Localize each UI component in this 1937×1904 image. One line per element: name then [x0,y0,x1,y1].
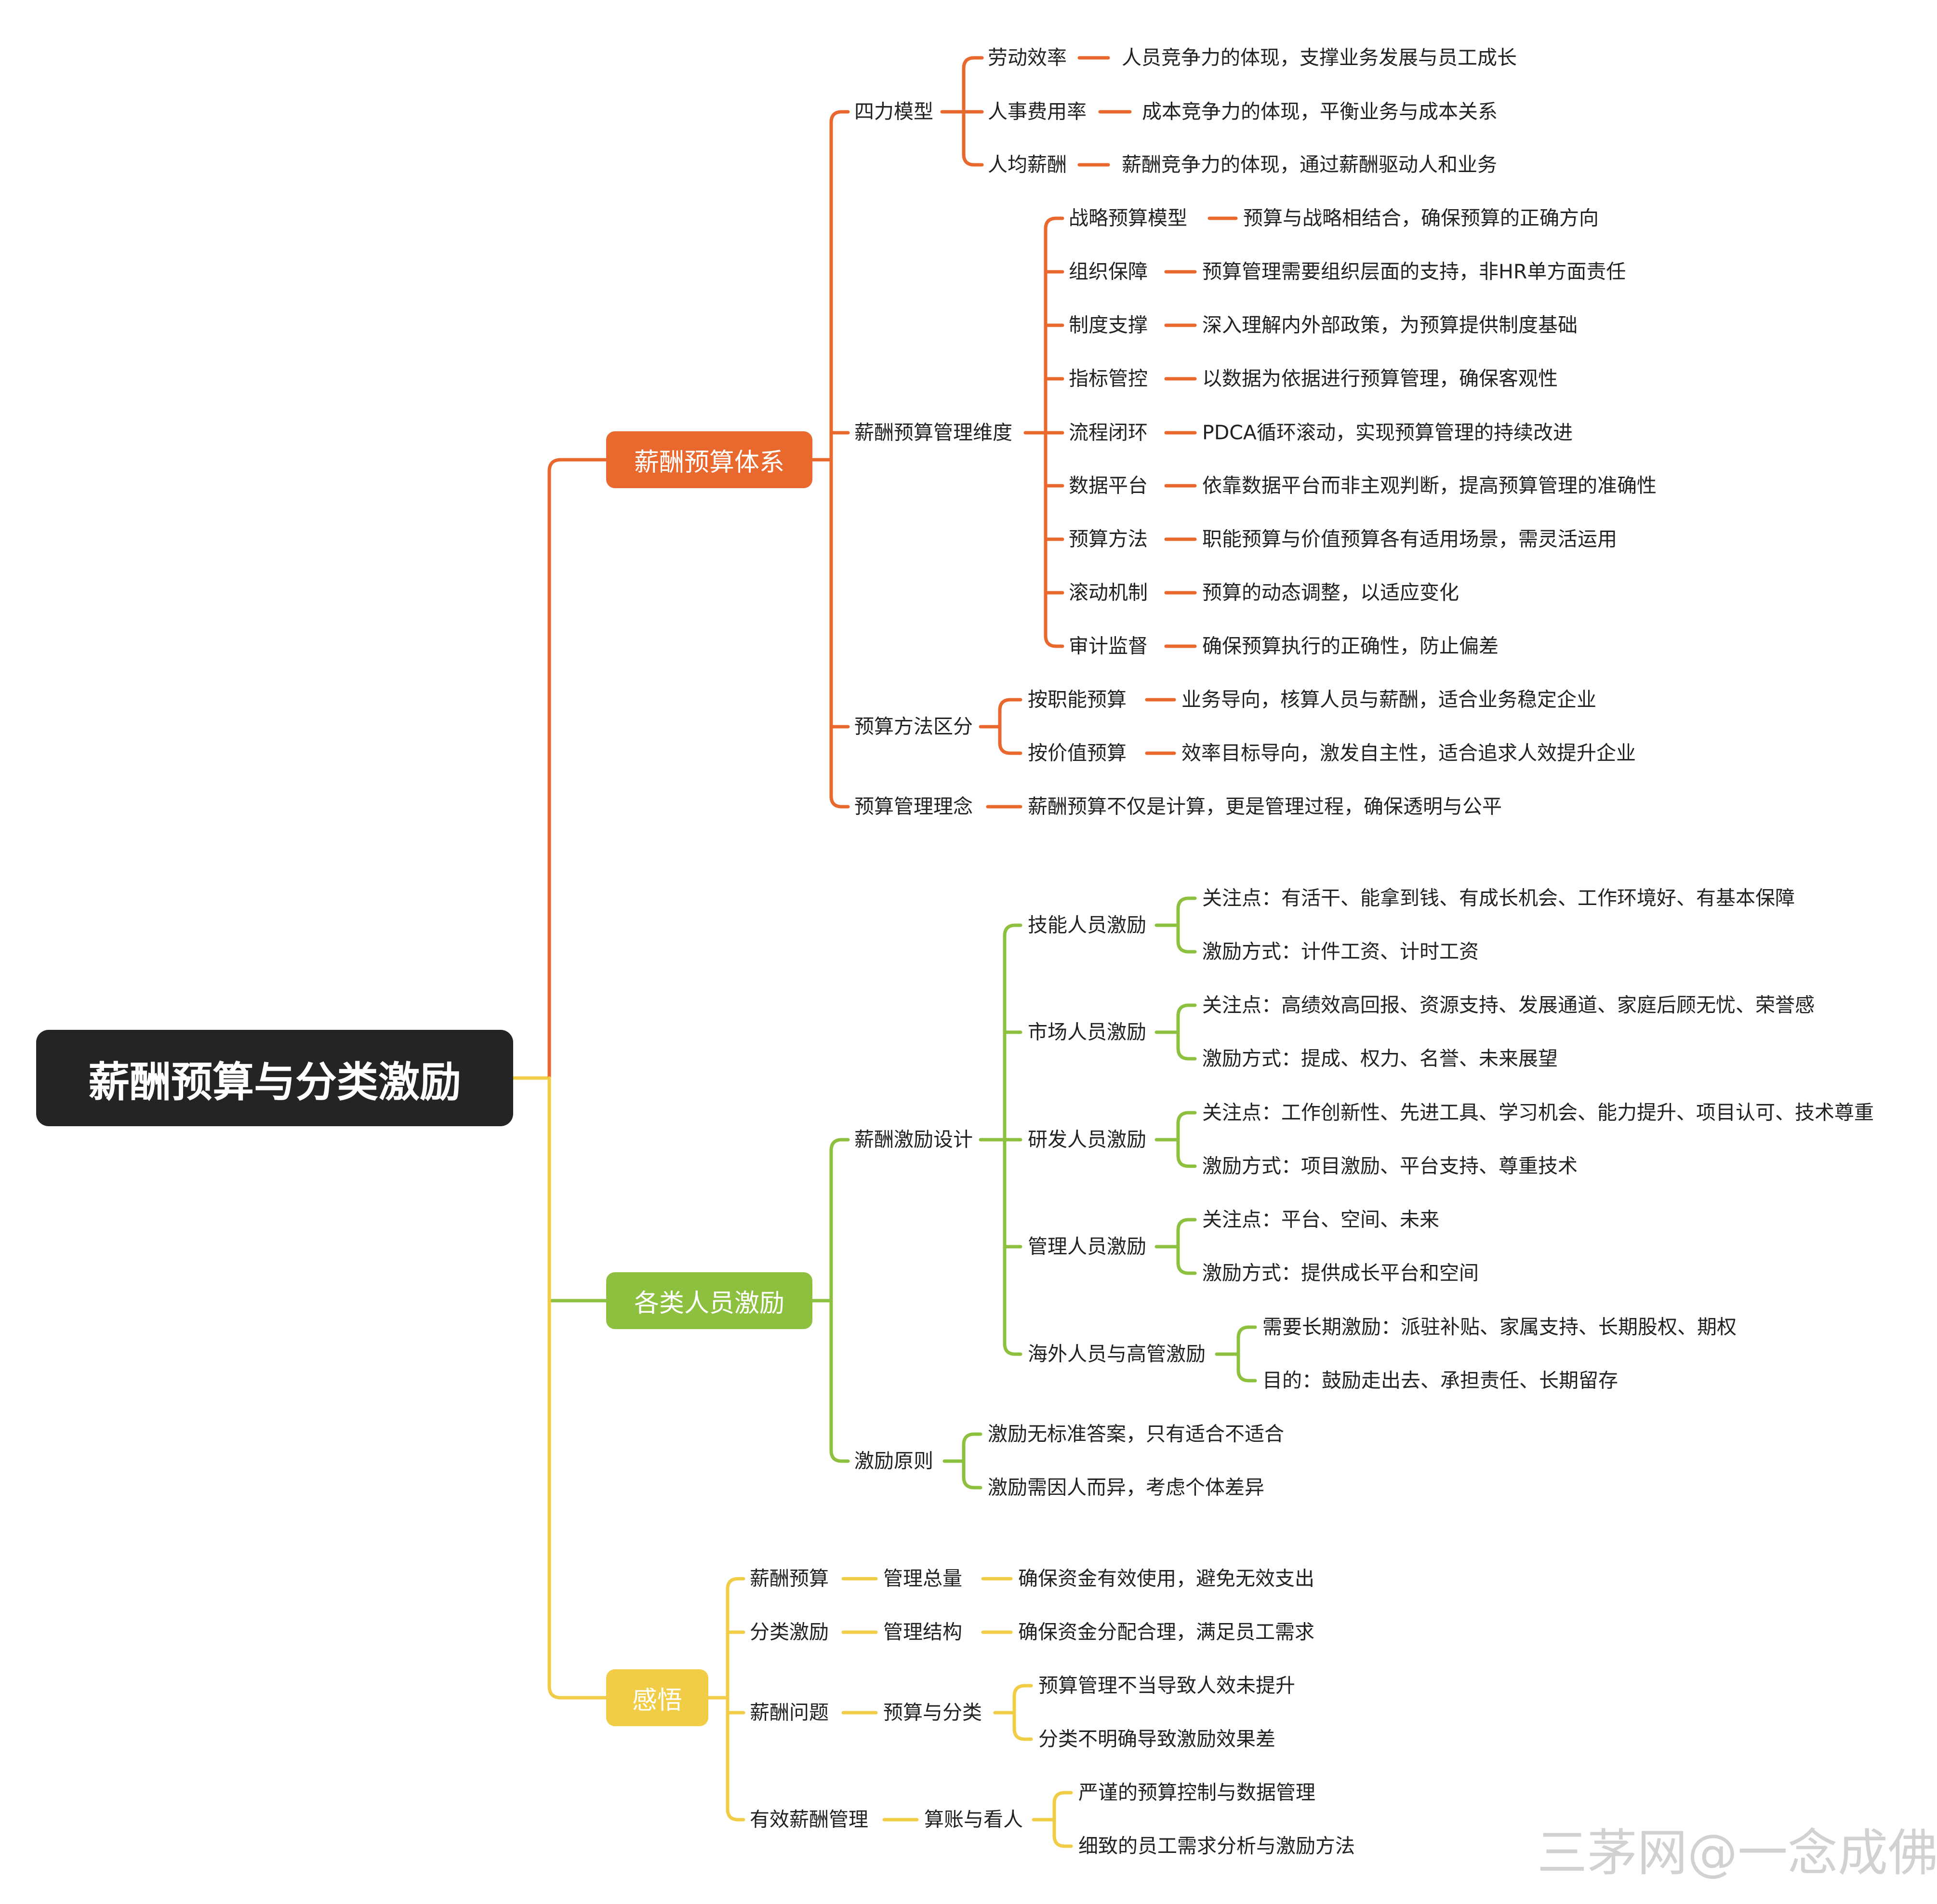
node-strategic-budget-model[interactable]: 战略预算模型 [1069,206,1187,230]
node-management-staff-incentive[interactable]: 管理人员激励 [1028,1235,1146,1258]
node-insight-classified-incentive[interactable]: 分类激励 [750,1620,829,1644]
desc-budget-management-philosophy: 薪酬预算不仅是计算，更是管理过程，确保透明与公平 [1028,795,1502,818]
branch-budget-system[interactable]: 薪酬预算体系 [606,431,812,488]
watermark: 三茅网@一念成佛 [1537,1824,1937,1882]
desc-audit-supervision: 确保预算执行的正确性，防止偏差 [1202,634,1499,658]
node-per-capita-salary[interactable]: 人均薪酬 [988,153,1067,176]
desc-function-based-budget: 业务导向，核算人员与薪酬，适合业务稳定企业 [1181,688,1596,711]
node-audit-supervision[interactable]: 审计监督 [1069,634,1148,658]
node-four-forces-model[interactable]: 四力模型 [854,100,933,123]
desc-personnel-cost-rate: 成本竞争力的体现，平衡业务与成本关系 [1142,100,1498,123]
item-incentive-principle-1: 激励无标准答案，只有适合不适合 [988,1422,1284,1446]
node-value-based-budget[interactable]: 按价值预算 [1028,741,1127,765]
desc-strategic-budget-model: 预算与战略相结合，确保预算的正确方向 [1243,206,1599,230]
node-budget-management-philosophy[interactable]: 预算管理理念 [854,795,973,818]
node-budget-management-dimensions[interactable]: 薪酬预算管理维度 [854,421,1012,444]
item-marketing-staff-methods: 激励方式：提成、权力、名誉、未来展望 [1202,1047,1558,1070]
node-rnd-staff-incentive[interactable]: 研发人员激励 [1028,1128,1146,1151]
desc-indicator-control: 以数据为依据进行预算管理，确保客观性 [1202,367,1558,390]
node-insight-effective-management[interactable]: 有效薪酬管理 [750,1808,868,1831]
item-incentive-principle-2: 激励需因人而异，考虑个体差异 [988,1476,1264,1499]
node-data-platform[interactable]: 数据平台 [1069,474,1148,497]
desc-system-support: 深入理解内外部政策，为预算提供制度基础 [1202,313,1578,337]
node-budget-method[interactable]: 预算方法 [1069,527,1148,551]
item-classification-problem: 分类不明确导致激励效果差 [1038,1727,1275,1751]
node-organizational-guarantee[interactable]: 组织保障 [1069,260,1148,283]
branch-staff-incentive[interactable]: 各类人员激励 [606,1272,812,1329]
desc-budget-method: 职能预算与价值预算各有适用场景，需灵活运用 [1202,527,1617,551]
node-overseas-executive-incentive[interactable]: 海外人员与高管激励 [1028,1342,1206,1366]
node-accounting-and-people[interactable]: 算账与看人 [924,1808,1023,1831]
desc-labor-efficiency: 人员竞争力的体现，支撑业务发展与员工成长 [1122,46,1517,69]
item-manage-total: 确保资金有效使用，避免无效支出 [1018,1567,1314,1590]
node-manage-total[interactable]: 管理总量 [883,1567,962,1590]
node-incentive-principles[interactable]: 激励原则 [854,1449,933,1473]
node-indicator-control[interactable]: 指标管控 [1069,367,1148,390]
node-personnel-cost-rate[interactable]: 人事费用率 [988,100,1087,123]
root-node[interactable]: 薪酬预算与分类激励 [36,1030,513,1126]
item-rnd-staff-focus: 关注点：工作创新性、先进工具、学习机会、能力提升、项目认可、技术尊重 [1202,1101,1874,1124]
node-rolling-mechanism[interactable]: 滚动机制 [1069,581,1148,604]
item-marketing-staff-focus: 关注点：高绩效高回报、资源支持、发展通道、家庭后顾无忧、荣誉感 [1202,993,1815,1017]
node-budget-method-distinction[interactable]: 预算方法区分 [854,715,973,738]
node-insight-salary-problems[interactable]: 薪酬问题 [750,1701,829,1724]
item-skilled-staff-methods: 激励方式：计件工资、计时工资 [1202,940,1479,963]
item-rnd-staff-methods: 激励方式：项目激励、平台支持、尊重技术 [1202,1154,1578,1178]
node-marketing-staff-incentive[interactable]: 市场人员激励 [1028,1020,1146,1044]
node-budget-and-classification[interactable]: 预算与分类 [883,1701,982,1724]
node-system-support[interactable]: 制度支撑 [1069,313,1148,337]
item-detailed-needs-analysis: 细致的员工需求分析与激励方法 [1078,1834,1355,1858]
node-function-based-budget[interactable]: 按职能预算 [1028,688,1127,711]
node-closed-loop-process[interactable]: 流程闭环 [1069,421,1148,444]
desc-value-based-budget: 效率目标导向，激发自主性，适合追求人效提升企业 [1181,741,1636,765]
item-management-staff-focus: 关注点：平台、空间、未来 [1202,1208,1439,1231]
desc-per-capita-salary: 薪酬竞争力的体现，通过薪酬驱动人和业务 [1122,153,1497,176]
node-skilled-staff-incentive[interactable]: 技能人员激励 [1028,913,1146,937]
item-management-staff-methods: 激励方式：提供成长平台和空间 [1202,1261,1479,1285]
item-manage-structure: 确保资金分配合理，满足员工需求 [1018,1620,1314,1644]
node-salary-incentive-design[interactable]: 薪酬激励设计 [854,1128,973,1151]
branch-insight[interactable]: 感悟 [606,1669,708,1726]
desc-organizational-guarantee: 预算管理需要组织层面的支持，非HR单方面责任 [1202,260,1626,283]
node-manage-structure[interactable]: 管理结构 [883,1620,962,1644]
item-budget-problem: 预算管理不当导致人效未提升 [1038,1674,1295,1697]
item-strict-budget-control: 严谨的预算控制与数据管理 [1078,1781,1315,1804]
item-skilled-staff-focus: 关注点：有活干、能拿到钱、有成长机会、工作环境好、有基本保障 [1202,886,1795,910]
item-overseas-purpose: 目的：鼓励走出去、承担责任、长期留存 [1262,1369,1618,1392]
desc-closed-loop-process: PDCA循环滚动，实现预算管理的持续改进 [1202,421,1573,444]
desc-data-platform: 依靠数据平台而非主观判断，提高预算管理的准确性 [1202,474,1657,497]
node-labor-efficiency[interactable]: 劳动效率 [988,46,1067,69]
desc-rolling-mechanism: 预算的动态调整，以适应变化 [1202,581,1459,604]
node-insight-salary-budget[interactable]: 薪酬预算 [750,1567,829,1590]
item-overseas-long-term: 需要长期激励：派驻补贴、家属支持、长期股权、期权 [1262,1315,1737,1339]
